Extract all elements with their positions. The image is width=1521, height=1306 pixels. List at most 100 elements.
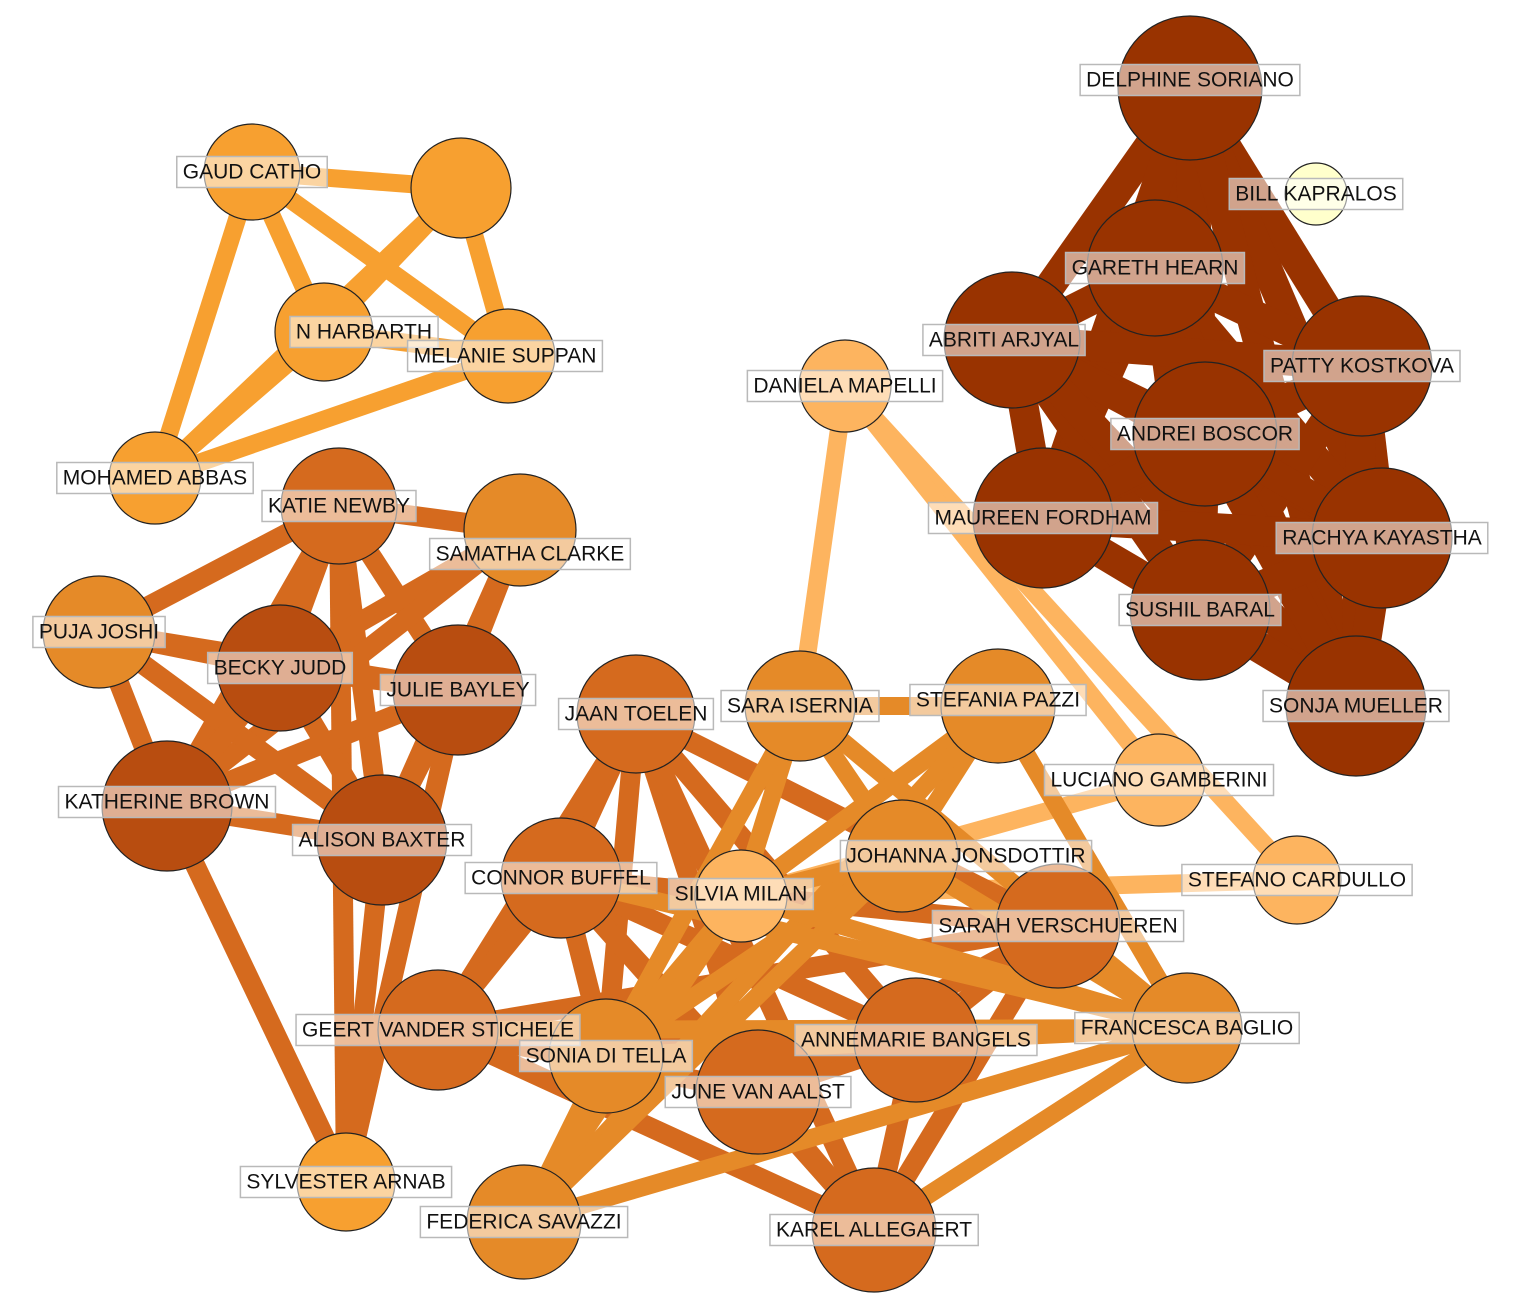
node-label-box (1263, 349, 1461, 383)
node-label-text: JAAN TOELEN (565, 703, 708, 726)
node-label-johanna: JOHANNA JONSDOTTIR (839, 839, 1093, 873)
node-label-karel: KAREL ALLEGAERT (769, 1213, 979, 1247)
node-label-maureen: MAUREEN FORDHAM (927, 501, 1159, 535)
node-label-annemarie: ANNEMARIE BANGELS (794, 1023, 1038, 1057)
node-label-text: SILVIA MILAN (675, 883, 808, 906)
node-label-box (667, 877, 815, 911)
node-label-box (239, 1165, 453, 1199)
node-label-text: SAMATHA CLARKE (436, 543, 625, 566)
node-label-alison: ALISON BAXTER (291, 823, 473, 857)
node-label-box (720, 689, 880, 723)
node-label-box (1043, 763, 1275, 797)
node-label-box (1181, 863, 1413, 897)
node-label-box (1074, 1011, 1300, 1045)
node-label-text: SUSHIL BARAL (1125, 599, 1275, 622)
node-label-text: MOHAMED ABBAS (63, 467, 247, 490)
node-label-stefano: STEFANO CARDULLO (1181, 863, 1413, 897)
node-label-text: CONNOR BUFFEL (471, 867, 651, 890)
node-label-text: FRANCESCA BAGLIO (1081, 1017, 1293, 1040)
node-label-mohamed: MOHAMED ABBAS (56, 461, 254, 495)
edge-federica-francesca (521, 1019, 1190, 1231)
node-label-text: KAREL ALLEGAERT (776, 1219, 972, 1242)
node-label-box (931, 909, 1185, 943)
node-label-sarahv: SARAH VERSCHUEREN (931, 909, 1185, 943)
node-label-text: JOHANNA JONSDOTTIR (846, 845, 1085, 868)
node-label-box (291, 823, 473, 857)
node-label-text: RACHYA KAYASTHA (1282, 527, 1482, 550)
node-label-box (909, 683, 1087, 717)
node-label-box (1275, 521, 1489, 555)
node-label-box (464, 861, 658, 895)
node-label-text: DANIELA MAPELLI (753, 375, 936, 398)
node-label-box (769, 1213, 979, 1247)
node-label-katherine: KATHERINE BROWN (57, 785, 277, 819)
node-label-patty: PATTY KOSTKOVA (1263, 349, 1461, 383)
node-label-sushil: SUSHIL BARAL (1118, 593, 1282, 627)
node-label-sylvester: SYLVESTER ARNAB (239, 1165, 453, 1199)
node-label-text: SARAH VERSCHUEREN (938, 915, 1177, 938)
node-label-text: PATTY KOSTKOVA (1270, 355, 1454, 378)
edge-connor-francesca (558, 869, 1190, 1037)
node-label-silvia: SILVIA MILAN (667, 877, 815, 911)
node-label-text: SONJA MUELLER (1269, 695, 1443, 718)
node-label-box (557, 697, 715, 731)
node-label-jaan: JAAN TOELEN (557, 697, 715, 731)
labels-layer: DELPHINE SORIANO BILL KAPRALOS GARETH HEAR… (32, 63, 1489, 1247)
node-label-sonja: SONJA MUELLER (1262, 689, 1450, 723)
node-label-box (927, 501, 1159, 535)
node-label-box (176, 155, 328, 189)
node-label-box (746, 369, 944, 403)
node-label-text: N HARBARTH (296, 321, 432, 344)
node-label-delphine: DELPHINE SORIANO (1079, 63, 1301, 97)
node-label-sonia: SONIA DI TELLA (518, 1039, 694, 1073)
node-label-box (839, 839, 1093, 873)
node-label-text: KATHERINE BROWN (65, 791, 270, 814)
node-label-puja: PUJA JOSHI (32, 615, 166, 649)
node-label-text: LUCIANO GAMBERINI (1050, 769, 1267, 792)
node-label-text: JULIE BAYLEY (386, 679, 529, 702)
node-label-text: ANDREI BOSCOR (1117, 423, 1293, 446)
node-label-box (428, 537, 632, 571)
node-label-box (1262, 689, 1450, 723)
node-label-connor: CONNOR BUFFEL (464, 861, 658, 895)
edge-katherine-sylvester (157, 801, 356, 1187)
edge-daniela-luciano (837, 380, 1167, 786)
node-label-box (206, 651, 354, 685)
node-label-text: ALISON BAXTER (299, 829, 466, 852)
node-label-andrei: ANDREI BOSCOR (1110, 417, 1300, 451)
node-label-melanie: MELANIE SUPPAN (406, 339, 604, 373)
node-label-box (32, 615, 166, 649)
node-label-text: BILL KAPRALOS (1235, 183, 1396, 206)
node-label-june: JUNE VAN AALST (664, 1075, 852, 1109)
node-label-text: GARETH HEARN (1072, 257, 1239, 280)
node-label-text: SONIA DI TELLA (526, 1045, 687, 1068)
node-label-federica: FEDERICA SAVAZZI (419, 1205, 629, 1239)
node-unl[interactable] (410, 137, 512, 239)
node-label-text: BECKY JUDD (214, 657, 347, 680)
node-label-sara: SARA ISERNIA (720, 689, 880, 723)
node-label-text: KATIE NEWBY (268, 495, 410, 518)
node-label-box (419, 1205, 629, 1239)
node-label-box (1118, 593, 1282, 627)
node-label-text: MAUREEN FORDHAM (934, 507, 1151, 530)
node-label-daniela: DANIELA MAPELLI (746, 369, 944, 403)
node-label-box (1079, 63, 1301, 97)
node-label-text: ABRITI ARJYAL (929, 329, 1079, 352)
node-label-box (1228, 177, 1404, 211)
node-label-box (261, 489, 417, 523)
node-label-text: GAUD CATHO (183, 161, 321, 184)
node-label-text: FEDERICA SAVAZZI (426, 1211, 621, 1234)
node-label-stefania: STEFANIA PAZZI (909, 683, 1087, 717)
node-label-box (1110, 417, 1300, 451)
node-label-samatha: SAMATHA CLARKE (428, 537, 632, 571)
edge-gaud-mohamed (146, 169, 261, 481)
node-label-text: PUJA JOSHI (39, 621, 159, 644)
node-label-text: DELPHINE SORIANO (1086, 69, 1294, 92)
node-label-text: SARA ISERNIA (727, 695, 873, 718)
node-label-text: ANNEMARIE BANGELS (801, 1029, 1031, 1052)
node-label-box (1064, 251, 1246, 285)
edge-geert-karel (433, 1020, 879, 1240)
node-label-luciano: LUCIANO GAMBERINI (1043, 763, 1275, 797)
node-label-box (56, 461, 254, 495)
